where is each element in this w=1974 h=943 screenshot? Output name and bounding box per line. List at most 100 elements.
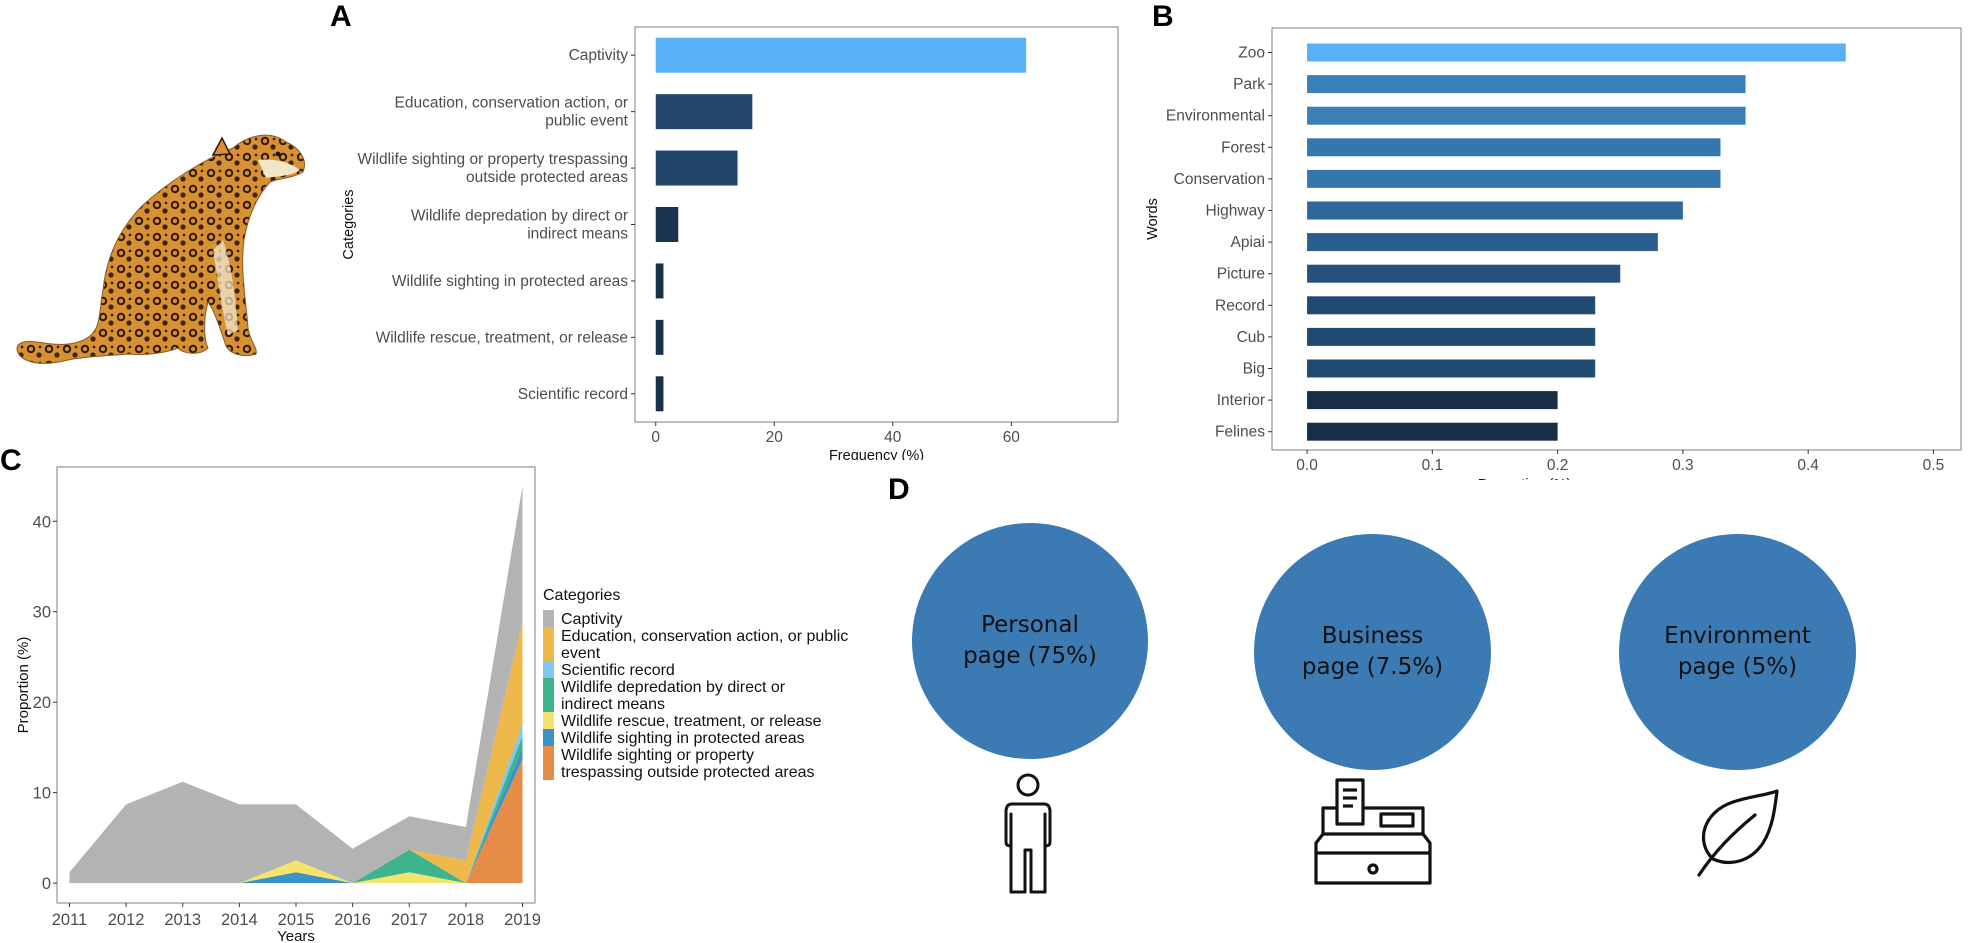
circle-personal-line1: Personal: [981, 612, 1079, 638]
x-tick-label: 20: [766, 429, 784, 446]
bar: [1307, 296, 1596, 315]
circle-environment-disc: Environment page (5%): [1619, 534, 1856, 770]
x-tick-label: 2014: [221, 911, 258, 929]
x-tick-label: 0.4: [1797, 457, 1819, 474]
y-tick-label: Wildlife rescue, treatment, or release: [376, 329, 628, 346]
y-tick-label: Apiai: [1231, 234, 1265, 251]
x-tick-label: 40: [884, 429, 902, 446]
legend-swatch: [543, 712, 554, 729]
x-tick-label: 2013: [164, 911, 201, 929]
x-tick-label: 0.0: [1296, 457, 1318, 474]
panel-letter-c: C: [0, 444, 22, 477]
chart-b: ZooParkEnvironmentalForestConservationHi…: [1145, 27, 1962, 480]
bar: [1307, 422, 1558, 441]
x-axis-title: Years: [277, 928, 315, 943]
x-tick-label: 2015: [278, 911, 315, 929]
area-series: [69, 759, 523, 884]
circle-environment-line2: page (5%): [1677, 654, 1798, 680]
x-tick-label: 60: [1003, 429, 1021, 446]
legend-label: Captivity: [561, 611, 622, 628]
legend-swatch: [543, 678, 554, 712]
circle-business: Business page (7.5%): [1254, 534, 1491, 770]
bar: [1307, 359, 1596, 378]
circle-personal: Personal page (75%): [912, 523, 1148, 759]
panel-letter-b: B: [1152, 0, 1174, 33]
bar: [655, 150, 738, 186]
bar: [1307, 43, 1846, 62]
bar: [655, 37, 1027, 73]
area-series: [69, 486, 523, 884]
y-tick-label: Interior: [1217, 392, 1265, 409]
bar: [1307, 391, 1558, 410]
bar: [1307, 138, 1721, 157]
x-tick-label: 2016: [334, 911, 371, 929]
y-tick-label: Felines: [1215, 424, 1265, 441]
x-tick-label: 2018: [448, 911, 485, 929]
circle-business-line2: page (7.5%): [1301, 654, 1444, 680]
bar: [1307, 233, 1658, 252]
x-axis-title: Proportion (%): [1478, 477, 1571, 480]
circle-personal-line2: page (75%): [963, 643, 1097, 669]
x-tick-label: 0.1: [1422, 457, 1444, 474]
y-axis-title: Words: [1145, 198, 1161, 240]
jaguar-image: [16, 134, 305, 364]
y-tick-label: Zoo: [1238, 45, 1265, 62]
bar: [1307, 327, 1596, 346]
legend-swatch: [543, 729, 554, 746]
bar: [1307, 169, 1721, 188]
y-tick-label: 10: [33, 785, 51, 803]
y-tick-label: 30: [33, 604, 51, 622]
bar: [655, 94, 753, 130]
y-tick-label: 40: [33, 513, 51, 531]
panel-letter-a: A: [330, 0, 352, 33]
circle-environment: Environment page (5%): [1619, 534, 1856, 770]
bar: [1307, 106, 1746, 125]
legend-swatch: [543, 610, 554, 627]
circle-environment-line1: Environment: [1664, 623, 1811, 649]
legend-swatch: [543, 661, 554, 678]
legend-label: trespassing outside protected areas: [561, 764, 814, 781]
x-tick-label: 0.5: [1923, 457, 1945, 474]
legend-label: event: [561, 645, 601, 662]
x-tick-label: 0.3: [1672, 457, 1694, 474]
legend-label: Education, conservation action, or publi…: [561, 628, 848, 645]
legend-label: indirect means: [561, 696, 665, 713]
leaf-icon: [1697, 789, 1779, 877]
x-tick-label: 2019: [504, 911, 541, 929]
circle-business-disc: Business page (7.5%): [1254, 534, 1491, 770]
legend-label: Scientific record: [561, 662, 675, 679]
person-icon: [1004, 773, 1052, 894]
y-tick-label: Big: [1243, 361, 1265, 378]
y-tick-label: Environmental: [1166, 108, 1265, 125]
y-tick-label: Conservation: [1174, 171, 1265, 188]
x-tick-label: 2011: [52, 911, 87, 929]
y-tick-label: Record: [1215, 297, 1265, 314]
y-tick-label: Picture: [1217, 266, 1265, 283]
legend-label: Wildlife depredation by direct or: [561, 679, 786, 696]
plot-frame: [634, 26, 1119, 423]
cash-register-icon: [1314, 778, 1432, 885]
y-tick-label: Wildlife sighting or property trespassin…: [357, 151, 628, 186]
legend-label: Wildlife sighting or property: [561, 747, 754, 764]
y-tick-label: Forest: [1221, 139, 1266, 156]
x-tick-label: 0: [651, 429, 660, 446]
bar: [655, 319, 664, 355]
y-tick-label: 0: [42, 875, 51, 893]
bar: [1307, 75, 1746, 94]
bar: [655, 376, 664, 412]
x-tick-label: 2017: [391, 911, 428, 929]
legend-label: Wildlife sighting in protected areas: [561, 730, 805, 747]
bar: [655, 263, 664, 299]
x-tick-label: 2012: [108, 911, 145, 929]
y-axis-title: Categories: [341, 189, 357, 259]
legend-swatch: [543, 746, 554, 780]
legend-swatch: [543, 627, 554, 661]
bar: [1307, 264, 1621, 283]
y-tick-label: Wildlife sighting in protected areas: [392, 273, 628, 290]
bar: [1307, 201, 1683, 220]
y-tick-label: Captivity: [569, 47, 629, 64]
legend-title: Categories: [543, 587, 620, 604]
circle-personal-disc: Personal page (75%): [912, 523, 1148, 759]
